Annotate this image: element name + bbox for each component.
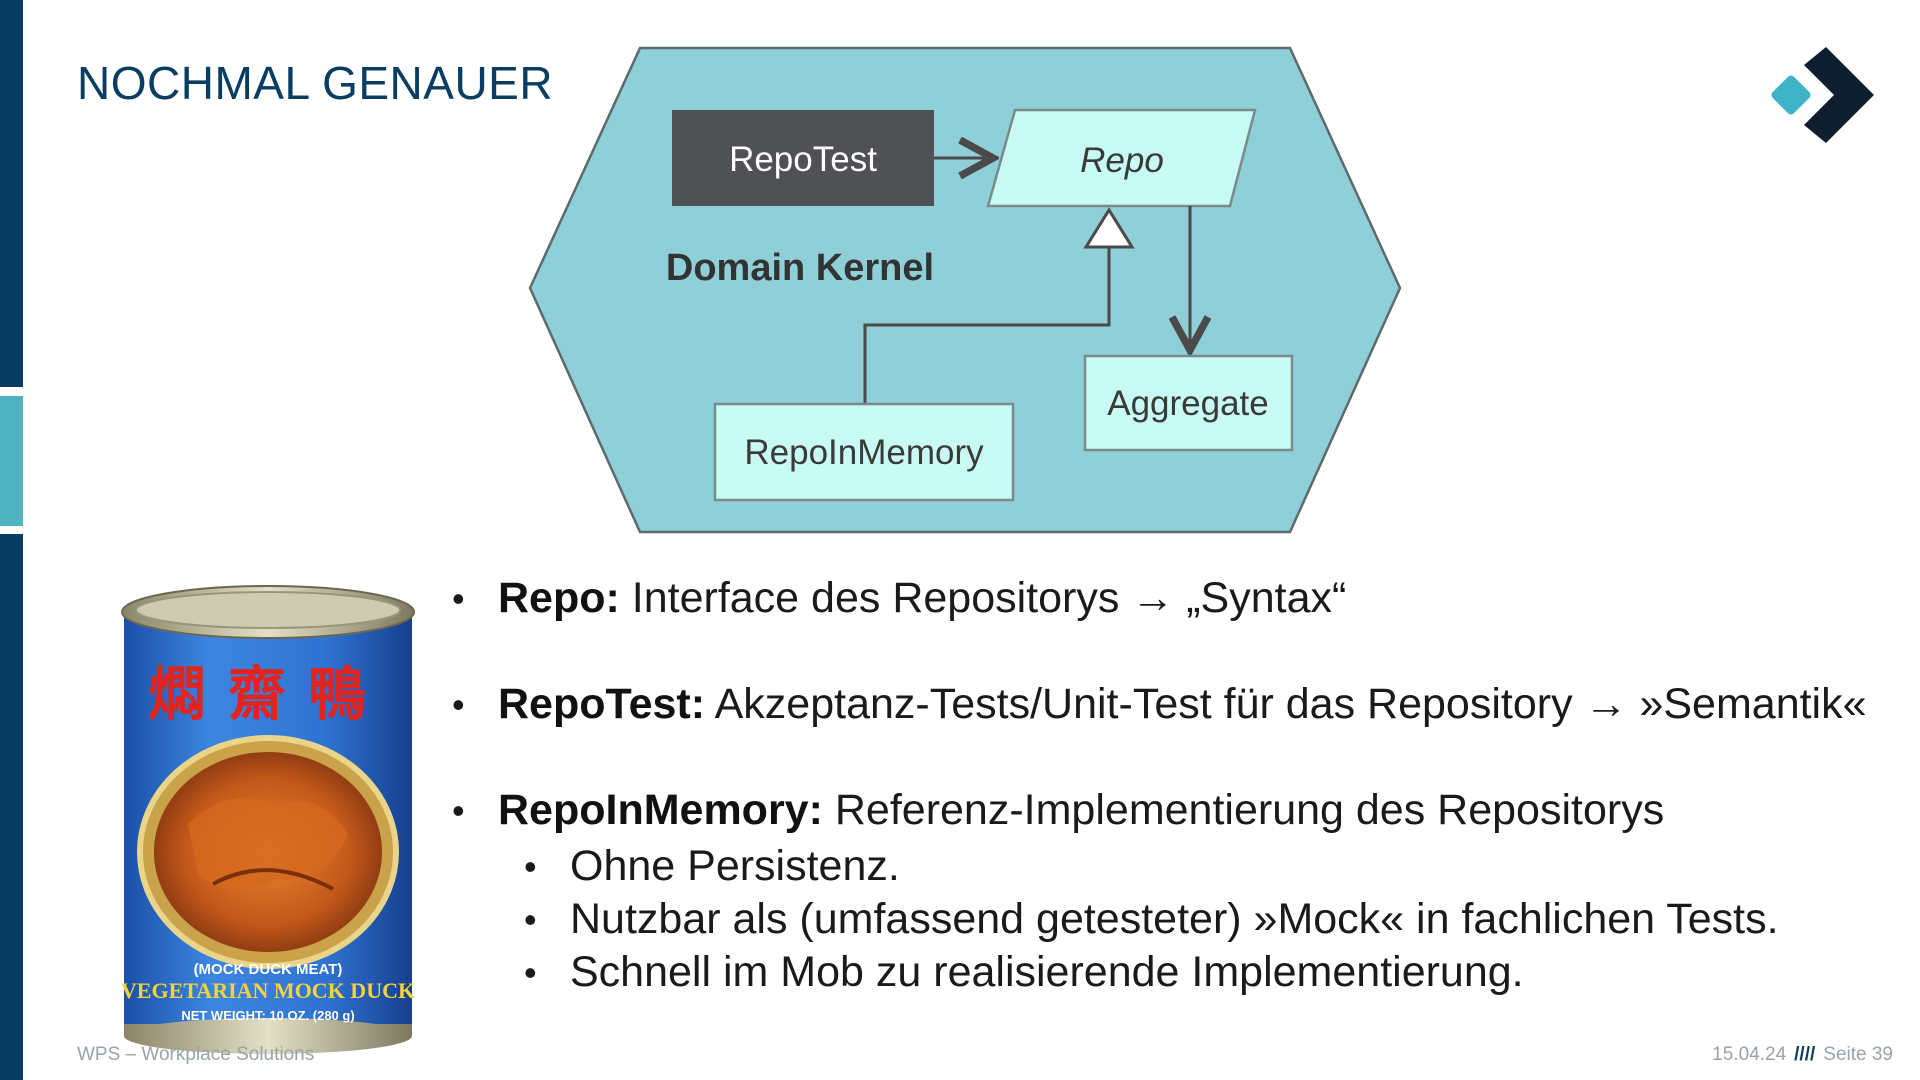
repo-label: Repo — [1080, 141, 1164, 180]
accent-bar-middle — [0, 396, 23, 526]
repotest-label: RepoTest — [729, 140, 877, 179]
bullet-text: Interface des Repositorys → „Syntax“ — [619, 574, 1347, 622]
slide-title: NOCHMAL GENAUER — [77, 57, 554, 109]
sub-bullet: Nutzbar als (umfassend getesteter) »Mock… — [498, 893, 1872, 946]
can-chinese-text: 燜齋鴨 — [148, 660, 388, 728]
mock-duck-can-image: 燜齋鴨 (MOCK DUCK MEAT) VEGETARIAN MOCK DUC… — [121, 585, 415, 1054]
repoinmemory-box — [713, 402, 1015, 502]
bullet-repoinmemory: RepoInMemory: Referenz-Implementierung d… — [452, 784, 1872, 999]
accent-bar-top — [0, 0, 23, 387]
bullet-repotest: RepoTest: Akzeptanz-Tests/Unit-Test für … — [452, 678, 1872, 731]
footer-company: WPS – Workplace Solutions — [77, 1044, 315, 1065]
bullet-text: Akzeptanz-Tests/Unit-Test für das Reposi… — [705, 680, 1867, 728]
realization-arrowhead — [1083, 207, 1135, 249]
footer-separator: //// — [1794, 1044, 1816, 1065]
aggregate-box — [1083, 354, 1294, 452]
aggregate-label: Aggregate — [1107, 384, 1269, 423]
bullet-term: Repo: — [498, 574, 620, 622]
repoinmemory-label: RepoInMemory — [744, 433, 984, 472]
wps-logo-icon — [1771, 47, 1874, 143]
bullet-list: Repo: Interface des Repositorys → „Synta… — [452, 572, 1872, 1052]
sub-bullet: Ohne Persistenz. — [498, 840, 1872, 893]
footer-date: 15.04.24 — [1712, 1044, 1787, 1065]
repotest-box — [672, 110, 934, 206]
sub-bullet-list: Ohne Persistenz. Nutzbar als (umfassend … — [498, 840, 1872, 999]
accent-bar-bottom — [0, 534, 23, 1080]
architecture-diagram: RepoTest Repo Domain Kernel Aggregate Re… — [528, 46, 1402, 534]
can-line3: NET WEIGHT: 10 OZ. (280 g) — [181, 1008, 354, 1023]
bullet-term: RepoInMemory: — [498, 786, 823, 834]
bullet-repo: Repo: Interface des Repositorys → „Synta… — [452, 572, 1872, 625]
repo-box — [986, 108, 1257, 208]
bullet-text: Referenz-Implementierung des Repositorys — [822, 786, 1665, 834]
can-line2: VEGETARIAN MOCK DUCK — [121, 978, 415, 1003]
footer-meta: 15.04.24 //// Seite 39 — [1712, 1044, 1893, 1066]
can-line1: (MOCK DUCK MEAT) — [194, 961, 343, 978]
domain-kernel-label: Domain Kernel — [666, 247, 934, 289]
footer-page-number: Seite 39 — [1823, 1044, 1893, 1065]
realization-line — [863, 245, 1111, 410]
sub-bullet: Schnell im Mob zu realisierende Implemen… — [498, 946, 1872, 999]
bullet-term: RepoTest: — [498, 680, 706, 728]
